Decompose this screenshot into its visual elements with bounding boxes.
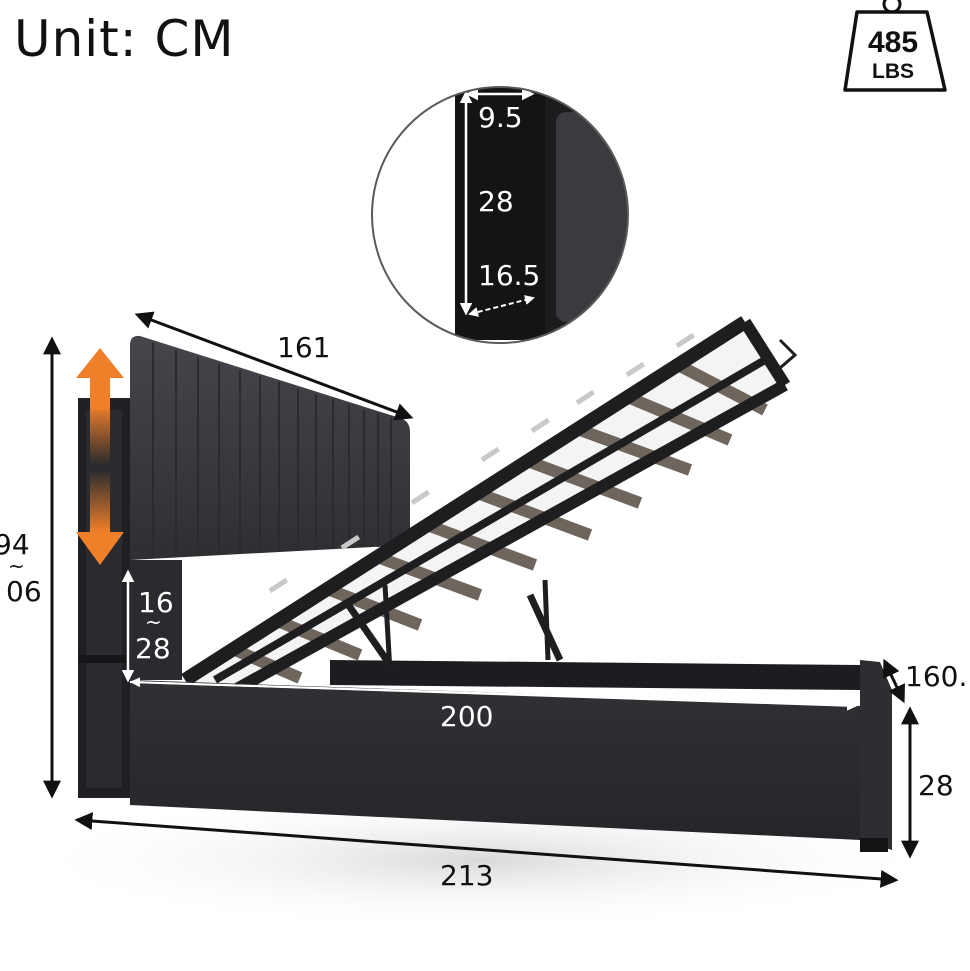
frame-length-label: 200 (440, 700, 494, 733)
detail-inset (371, 86, 629, 344)
inset-width-label: 9.5 (478, 101, 523, 134)
inset-height-label: 28 (478, 185, 514, 218)
total-height-top: 94 (0, 528, 30, 561)
weight-icon (843, 0, 947, 92)
weight-value: 485 (868, 26, 919, 59)
lift-arrow-icon (76, 348, 124, 565)
frame-width-label: 160. (905, 660, 968, 693)
frame-height-label: 28 (918, 769, 954, 802)
headboard-gap-bottom: 28 (135, 632, 171, 665)
headboard-gap-top: 16 (138, 586, 174, 619)
total-height-sep: ~ (8, 554, 25, 578)
lifted-slat-frame (181, 316, 798, 696)
total-length-label: 213 (440, 859, 494, 892)
headboard (130, 335, 410, 560)
weight-unit: LBS (872, 60, 914, 83)
inset-depth-label: 16.5 (478, 259, 541, 292)
headboard-width-label: 161 (277, 331, 331, 364)
unit-label: Unit: CM (14, 10, 235, 68)
total-height-bottom: 06 (6, 575, 42, 608)
headboard-gap-sep: ~ (145, 610, 162, 634)
